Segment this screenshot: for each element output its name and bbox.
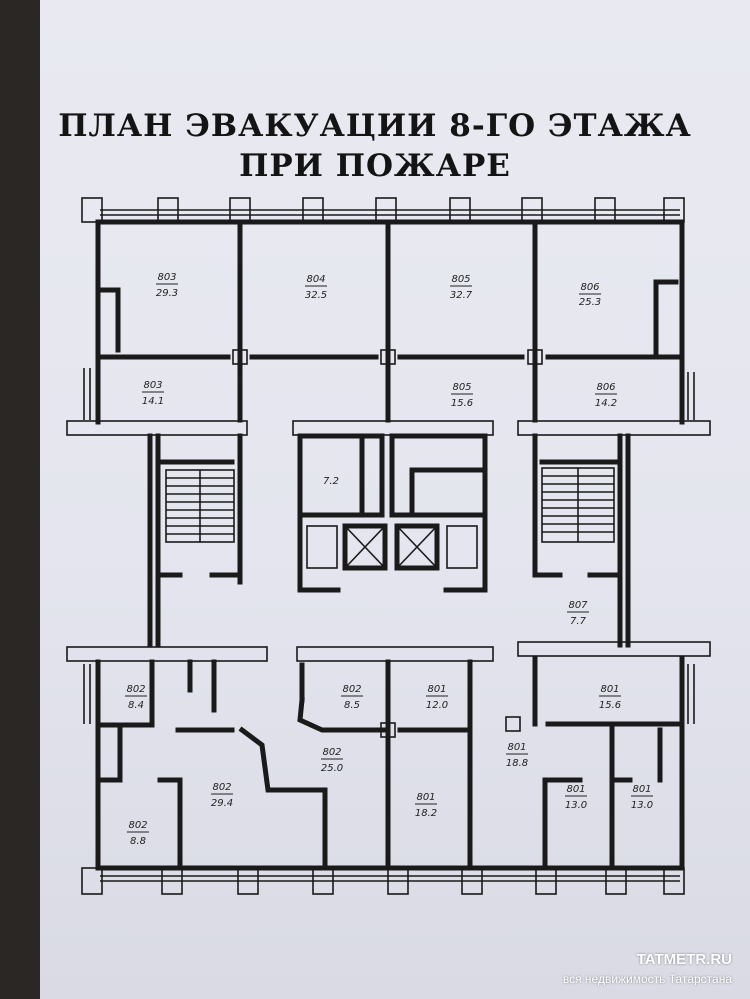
room-label-806-253: 806 25.3: [579, 282, 601, 308]
room-area: 13.0: [631, 800, 653, 811]
room-label-805-327: 805 32.7: [450, 274, 473, 301]
room-label-801-130-a: 801 13.0: [565, 784, 587, 811]
room-label-805-156: 805 15.6: [451, 382, 473, 409]
room-number: 802: [212, 782, 231, 793]
room-label-802-250: 802 25.0: [321, 747, 343, 774]
room-label-802-294: 802 29.4: [211, 782, 233, 809]
room-number: 801: [566, 784, 585, 795]
room-label-801-182: 801 18.2: [415, 792, 437, 819]
room-area: 7.7: [570, 616, 587, 627]
top-window-piers: [81, 197, 685, 223]
room-number: 801: [416, 792, 435, 803]
room-area: 29.4: [211, 798, 233, 809]
room-number: 806: [596, 382, 615, 393]
room-label-801-188: 801 18.8: [506, 742, 528, 769]
room-area: 8.8: [130, 836, 146, 847]
watermark-tagline: вся недвижимость Татарстана: [562, 972, 732, 986]
room-number: 803: [157, 272, 176, 283]
room-number: 802: [342, 684, 361, 695]
room-label-72: 7.2: [323, 476, 339, 487]
room-label-803-141: 803 14.1: [142, 380, 164, 407]
bottom-slab: [66, 641, 711, 662]
room-area: 8.4: [128, 700, 144, 711]
room-number: 805: [452, 382, 471, 393]
plan-title: ПЛАН ЭВАКУАЦИИ 8-ГО ЭТАЖА: [58, 108, 692, 144]
top-outer-walls: [95, 209, 685, 425]
top-partitions: [95, 222, 683, 423]
left-stair-steps: [166, 477, 234, 535]
room-area: 29.3: [156, 288, 178, 299]
room-number: 806: [580, 282, 599, 293]
room-number: 801: [507, 742, 526, 753]
room-number: 802: [128, 820, 147, 831]
room-area: 14.1: [142, 396, 164, 407]
watermark-site: TATMETR.RU: [636, 951, 732, 968]
bottom-window-piers: [81, 867, 685, 895]
bottom-partitions: [97, 655, 683, 869]
room-area: 7.2: [323, 476, 339, 487]
room-label-801-130-b: 801 13.0: [631, 784, 653, 811]
room-area: 32.5: [305, 290, 327, 301]
top-side-windows: [83, 368, 695, 420]
room-label-807-77: 807 7.7: [567, 600, 589, 627]
top-slab: [66, 420, 711, 436]
plan-subtitle: ПРИ ПОЖАРЕ: [239, 148, 511, 184]
room-area: 25.3: [579, 297, 601, 308]
right-stair-steps: [542, 475, 614, 533]
room-area: 12.0: [426, 700, 448, 711]
room-label-801-120: 801 12.0: [426, 684, 448, 711]
room-area: 15.6: [599, 700, 621, 711]
right-stair-core: [532, 433, 631, 648]
room-area: 8.5: [344, 700, 360, 711]
room-area: 25.0: [321, 763, 343, 774]
room-label-802-85: 802 8.5: [341, 684, 363, 711]
central-core: [297, 433, 488, 593]
room-number: 801: [427, 684, 446, 695]
room-area: 18.2: [415, 808, 437, 819]
room-area: 18.8: [506, 758, 528, 769]
room-number: 801: [632, 784, 651, 795]
room-label-801-156: 801 15.6: [599, 684, 621, 711]
room-label-804-325: 804 32.5: [305, 274, 327, 301]
room-number: 802: [126, 684, 145, 695]
room-area: 13.0: [565, 800, 587, 811]
room-label-806-142: 806 14.2: [595, 382, 617, 409]
room-number: 803: [143, 380, 162, 391]
room-label-802-88: 802 8.8: [127, 820, 149, 847]
room-label-802-84: 802 8.4: [125, 684, 147, 711]
room-number: 805: [451, 274, 470, 285]
room-label-803-293: 803 29.3: [156, 272, 178, 299]
room-number: 802: [322, 747, 341, 758]
room-number: 801: [600, 684, 619, 695]
room-number: 804: [306, 274, 325, 285]
room-area: 15.6: [451, 398, 473, 409]
room-number: 807: [568, 600, 588, 611]
room-area: 32.7: [450, 290, 473, 301]
left-stair-core: [147, 433, 243, 648]
room-area: 14.2: [595, 398, 617, 409]
